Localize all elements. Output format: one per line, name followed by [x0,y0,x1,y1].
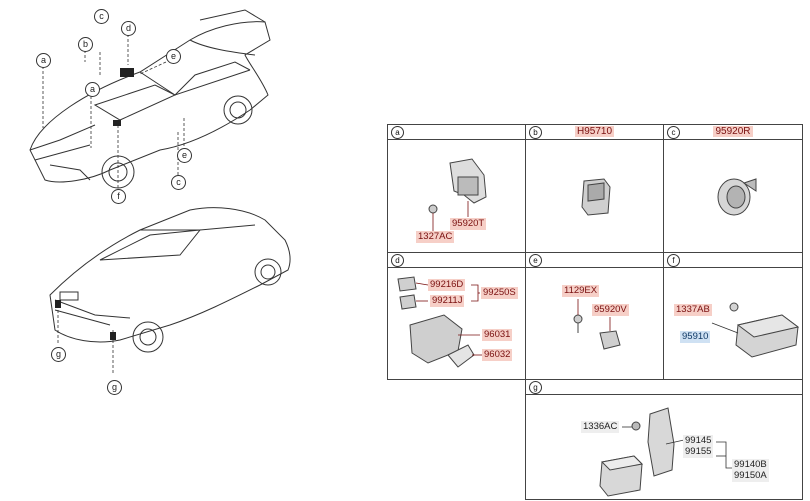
panel-c-header: c 95920R [664,125,802,140]
bolt-and-sensor-icon [573,299,621,350]
camera-cover-assembly-icon [397,276,482,368]
panel-f: f 1337AB 95910 [663,252,803,380]
callout-e-lower: e [177,148,192,163]
panel-b-letter: b [529,126,542,139]
sensor-bracket-icon [428,158,487,231]
part-96032-label[interactable]: 96032 [482,349,513,361]
part-99150A-label[interactable]: 99150A [732,470,769,482]
part-1129EX-label[interactable]: 1129EX [562,285,600,297]
panel-d-letter: d [391,254,404,267]
panel-c-letter: c [667,126,680,139]
front-car-drawing [29,9,271,189]
panel-b-header: b H95710 [526,125,663,140]
panel-a-letter: a [391,126,404,139]
part-1337AB-label[interactable]: 1337AB [674,304,712,316]
callout-f: f [111,189,126,204]
part-1327AC-label[interactable]: 1327AC [416,231,455,243]
part-99140B-label[interactable]: 99140B [732,459,769,471]
part-1336AC-label[interactable]: 1336AC [581,421,620,433]
callout-c-lower: c [171,175,186,190]
panel-g: g 1336AC 99145 99155 99140B 99150A [525,379,803,500]
panel-f-letter: f [667,254,680,267]
panel-d: d 99216D 99211J 99250S 96031 96032 [387,252,526,380]
airbag-control-module-icon [711,302,800,358]
part-95920V-label[interactable]: 95920V [592,304,629,316]
switch-module-icon [581,178,611,216]
callout-e-upper: e [166,49,181,64]
callout-d: d [121,21,136,36]
panel-g-letter: g [529,381,542,394]
callout-g-right: g [107,380,122,395]
vehicle-illustration-area: a b c d e a e c f g g [0,0,380,500]
panel-g-header: g [526,380,802,395]
panel-a: a 95920T 1327AC [387,124,526,253]
part-99216D-label[interactable]: 99216D [428,279,466,291]
part-95910-label[interactable]: 95910 [680,331,711,343]
panel-d-header: d [388,253,525,268]
radar-bracket-icon [599,407,732,497]
part-95920R-label[interactable]: 95920R [713,126,753,137]
panel-b: b H95710 [525,124,664,253]
part-99211J-label[interactable]: 99211J [430,295,465,307]
panel-a-header: a [388,125,525,140]
callout-b: b [78,37,93,52]
callout-g-left: g [51,347,66,362]
callout-a-upper: a [36,53,51,68]
panel-c: c 95920R [663,124,803,253]
part-95920T-label[interactable]: 95920T [450,218,487,230]
panel-e-letter: e [529,254,542,267]
panel-f-header: f [664,253,802,268]
part-H95710-label[interactable]: H95710 [574,126,615,137]
round-sensor-icon [717,178,757,216]
callout-a-lower: a [85,82,100,97]
part-96031-label[interactable]: 96031 [482,329,513,341]
panel-e-header: e [526,253,663,268]
panel-e: e 1129EX 95920V [525,252,664,380]
callout-c-upper: c [94,9,109,24]
part-99155-label[interactable]: 99155 [683,446,714,458]
part-99250S-label[interactable]: 99250S [481,287,518,299]
part-99145-label[interactable]: 99145 [683,435,714,447]
rear-car-drawing [49,207,291,375]
